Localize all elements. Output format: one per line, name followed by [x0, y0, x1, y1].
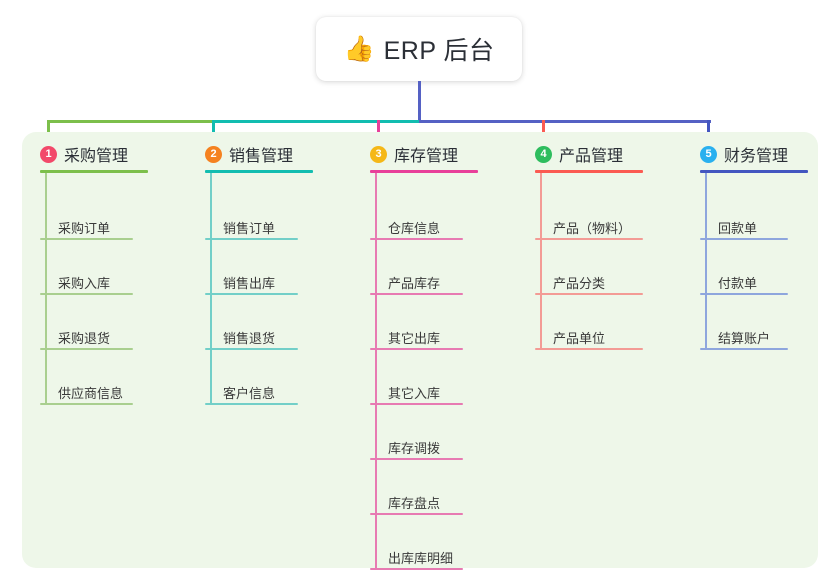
leaf-node[interactable]: 采购订单	[40, 200, 133, 240]
leaf-underline	[40, 238, 133, 240]
branch-header-1[interactable]: 1 采购管理	[40, 142, 128, 166]
leaf-label: 采购退货	[58, 331, 111, 346]
leaf-label: 库存盘点	[388, 496, 441, 511]
branch-header-5[interactable]: 5 财务管理	[700, 142, 788, 166]
branch-header-rule	[40, 170, 148, 173]
branch-header-rule	[370, 170, 478, 173]
leaf-node[interactable]: 客户信息	[205, 365, 298, 405]
leaf-node[interactable]: 供应商信息	[40, 365, 133, 405]
branch-header-3[interactable]: 3 库存管理	[370, 142, 458, 166]
branch-title: 财务管理	[724, 148, 789, 165]
leaf-node[interactable]: 其它出库	[370, 310, 463, 350]
thumbs-up-icon: 👍	[343, 34, 375, 63]
leaf-label: 采购订单	[58, 221, 111, 236]
leaf-underline	[40, 293, 133, 295]
branch-number-badge: 3	[370, 145, 387, 163]
leaf-underline	[205, 293, 298, 295]
bar-segment-0	[48, 120, 216, 123]
leaf-label: 库存调拨	[388, 441, 441, 456]
branch-number-badge: 1	[40, 145, 57, 163]
leaf-node[interactable]: 库存调拨	[370, 420, 463, 460]
root-node-title: ERP 后台	[383, 37, 495, 65]
leaf-label: 供应商信息	[58, 386, 124, 401]
leaf-underline	[370, 238, 463, 240]
branch-spine	[45, 173, 47, 405]
leaf-node[interactable]: 采购退货	[40, 310, 133, 350]
leaf-label: 其它入库	[388, 386, 441, 401]
branches-panel: 1 采购管理采购订单采购入库采购退货供应商信息 2 销售管理销售订单销售出库销售退货客…	[22, 132, 818, 570]
branch-number-badge: 2	[205, 145, 222, 163]
leaf-label: 销售订单	[223, 221, 276, 236]
branch-header-4[interactable]: 4 产品管理	[535, 142, 623, 166]
leaf-underline	[535, 238, 643, 240]
leaf-node[interactable]: 产品分类	[535, 255, 643, 295]
leaf-underline	[370, 403, 463, 405]
leaf-node[interactable]: 产品（物料）	[535, 200, 643, 240]
leaf-label: 其它出库	[388, 331, 441, 346]
branch-spine	[375, 173, 377, 570]
bar-segment-2	[419, 120, 711, 123]
leaf-node[interactable]: 产品库存	[370, 255, 463, 295]
leaf-underline	[40, 348, 133, 350]
leaf-node[interactable]: 销售出库	[205, 255, 298, 295]
leaf-label: 产品（物料）	[553, 221, 632, 236]
leaf-label: 销售退货	[223, 331, 276, 346]
leaf-label: 回款单	[718, 221, 758, 236]
leaf-underline	[700, 238, 788, 240]
leaf-node[interactable]: 付款单	[700, 255, 788, 295]
leaf-node[interactable]: 采购入库	[40, 255, 133, 295]
leaf-node[interactable]: 销售订单	[205, 200, 298, 240]
leaf-underline	[205, 403, 298, 405]
leaf-underline	[370, 513, 463, 515]
leaf-node[interactable]: 出库库明细	[370, 530, 463, 570]
leaf-underline	[700, 348, 788, 350]
leaf-node[interactable]: 回款单	[700, 200, 788, 240]
leaf-label: 付款单	[718, 276, 758, 291]
leaf-underline	[205, 348, 298, 350]
branch-header-rule	[700, 170, 808, 173]
leaf-label: 出库库明细	[388, 551, 454, 566]
leaf-label: 仓库信息	[388, 221, 441, 236]
branch-title: 销售管理	[229, 148, 294, 165]
leaf-underline	[205, 238, 298, 240]
branch-title: 采购管理	[64, 148, 129, 165]
bar-segment-1	[213, 120, 422, 123]
leaf-node[interactable]: 仓库信息	[370, 200, 463, 240]
leaf-underline	[370, 568, 463, 570]
branch-spine	[705, 173, 707, 350]
branch-header-2[interactable]: 2 销售管理	[205, 142, 293, 166]
leaf-underline	[535, 293, 643, 295]
leaf-label: 产品分类	[553, 276, 606, 291]
leaf-underline	[40, 403, 133, 405]
root-node[interactable]: 👍 ERP 后台	[316, 17, 522, 81]
branch-number-badge: 5	[700, 145, 717, 163]
leaf-underline	[370, 458, 463, 460]
branch-title: 库存管理	[394, 148, 459, 165]
trunk-connector	[417, 81, 421, 123]
leaf-label: 结算账户	[718, 331, 771, 346]
leaf-underline	[370, 348, 463, 350]
leaf-label: 采购入库	[58, 276, 111, 291]
branch-spine	[210, 173, 212, 405]
branch-spine	[540, 173, 542, 350]
leaf-label: 产品库存	[388, 276, 441, 291]
branch-header-rule	[205, 170, 313, 173]
leaf-label: 销售出库	[223, 276, 276, 291]
branch-number-badge: 4	[535, 145, 552, 163]
leaf-underline	[370, 293, 463, 295]
leaf-node[interactable]: 库存盘点	[370, 475, 463, 515]
leaf-label: 客户信息	[223, 386, 276, 401]
leaf-underline	[535, 348, 643, 350]
leaf-node[interactable]: 销售退货	[205, 310, 298, 350]
leaf-node[interactable]: 结算账户	[700, 310, 788, 350]
branch-title: 产品管理	[559, 148, 624, 165]
leaf-label: 产品单位	[553, 331, 606, 346]
leaf-node[interactable]: 其它入库	[370, 365, 463, 405]
branch-header-rule	[535, 170, 643, 173]
leaf-underline	[700, 293, 788, 295]
leaf-node[interactable]: 产品单位	[535, 310, 643, 350]
